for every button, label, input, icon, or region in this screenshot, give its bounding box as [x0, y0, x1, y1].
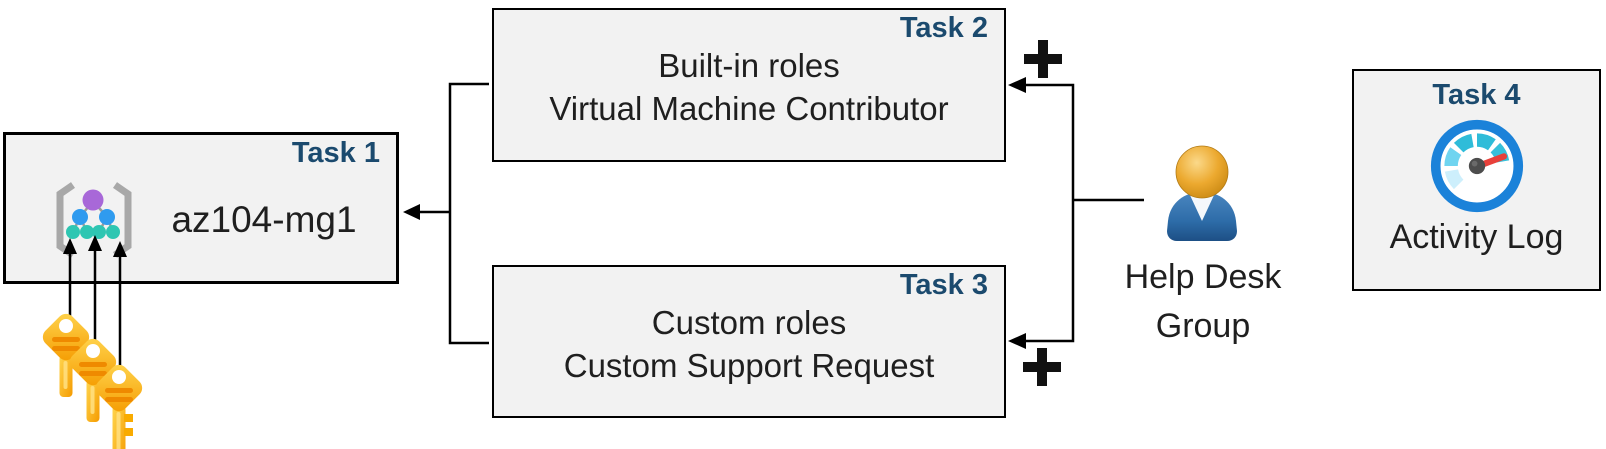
task2-label: Task 2 [899, 12, 988, 44]
mg-leaf-node [92, 225, 106, 239]
mg-mid-node [99, 209, 115, 225]
arrow-to-task2-head [1008, 77, 1026, 93]
task1-label: Task 1 [291, 137, 380, 169]
task3-text: Custom roles Custom Support Request [494, 267, 1004, 416]
bracket-connector [448, 82, 489, 345]
task3-label: Task 3 [899, 269, 988, 301]
task3-line1: Custom roles [651, 303, 847, 341]
access-keys-icon [39, 310, 143, 449]
plus-icon [1024, 40, 1062, 78]
management-group-icon [56, 182, 132, 258]
gauge-hub [1468, 157, 1485, 175]
user-group-icon [1167, 145, 1237, 241]
task3-box: Task 3 Custom roles Custom Support Reque… [492, 265, 1006, 418]
arrow-to-task3-head [1008, 333, 1026, 349]
task4-box: Task 4 Activity Log [1352, 69, 1601, 291]
mg-right-bracket [113, 182, 132, 258]
mg-leaf-node [106, 225, 120, 239]
mg-root-node [82, 189, 104, 211]
helpdesk-label: Help Desk Group [1103, 253, 1303, 351]
task3-line2: Custom Support Request [563, 346, 935, 384]
helpdesk-connector [1014, 83, 1075, 343]
mg-leaf-node [66, 225, 80, 239]
task4-caption: Activity Log [1389, 218, 1564, 256]
task2-box: Task 2 Built-in roles Virtual Machine Co… [492, 8, 1006, 162]
key-3 [95, 364, 143, 449]
task2-text: Built-in roles Virtual Machine Contribut… [494, 10, 1004, 160]
task2-line2: Virtual Machine Contributor [549, 90, 949, 127]
task2-line1: Built-in roles [658, 47, 840, 84]
activity-log-gauge-icon [1430, 119, 1523, 213]
helpdesk-line2: Group [1155, 307, 1251, 345]
person-head [1175, 145, 1229, 199]
helpdesk-line1: Help Desk [1124, 258, 1282, 296]
mg-left-bracket [56, 182, 75, 258]
mg-mid-node [72, 209, 88, 225]
task1-title: az104-mg1 [171, 199, 357, 240]
mg-leaf-node [80, 225, 94, 239]
person-collar [1189, 193, 1215, 221]
task4-label: Task 4 [1432, 79, 1521, 111]
task1-box: Task 1 az104-mg1 [3, 132, 399, 284]
arrow-to-task1-head [403, 204, 420, 220]
plus-icon [1023, 348, 1061, 386]
